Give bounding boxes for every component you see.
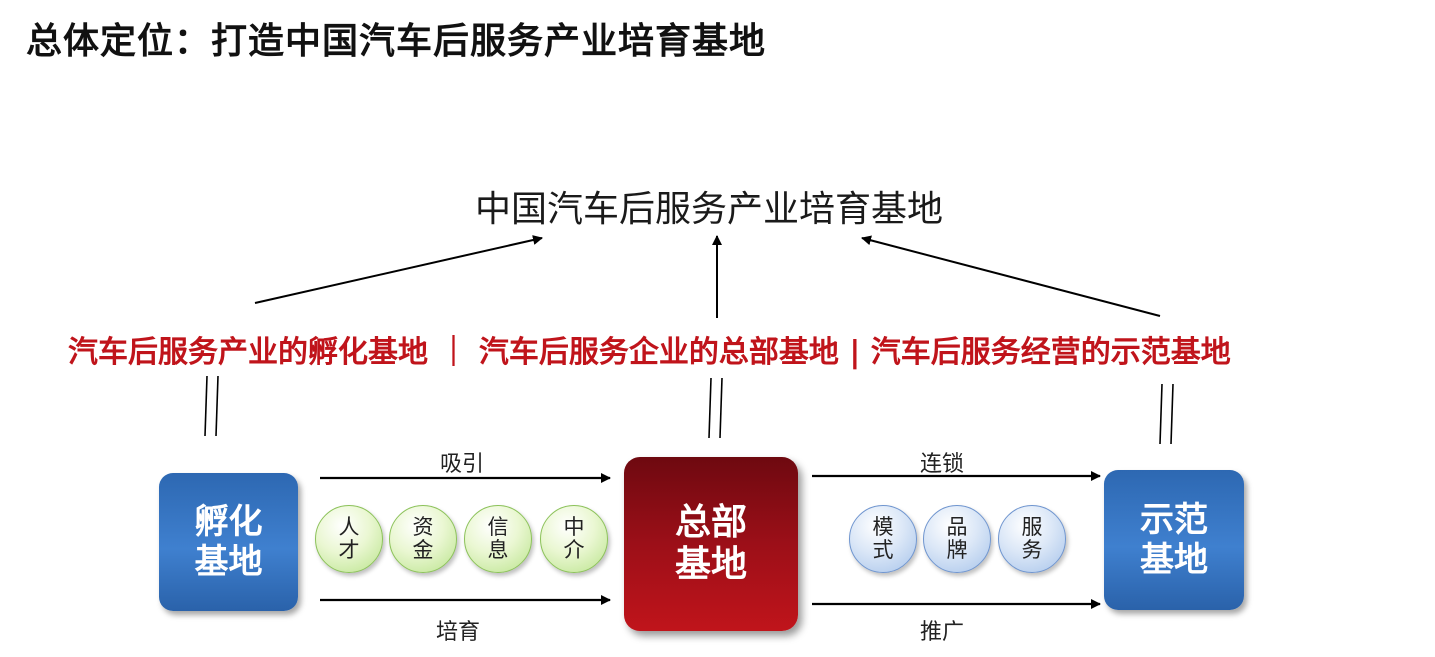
roles-line: 汽车后服务产业的孵化基地 ｜ 汽车后服务企业的总部基地 | 汽车后服务经营的示范… — [68, 335, 1231, 370]
headquarters-base-label: 总部 基地 — [674, 501, 747, 585]
demonstration-base-label: 示范 基地 — [1140, 499, 1208, 580]
resource-circle-talent: 人 才 — [315, 505, 383, 573]
equals-mark-center — [708, 377, 723, 439]
cultivate-label: 培育 — [436, 620, 481, 645]
arrow-demonstration-to-top — [861, 235, 1161, 317]
resource-circle-information: 信 息 — [464, 505, 532, 573]
resource-circle-intermediary: 中 介 — [540, 505, 608, 573]
resource-circle-capital: 资 金 — [389, 505, 457, 573]
equals-mark-left — [204, 375, 219, 437]
resource-circle-model: 模 式 — [849, 505, 917, 573]
resource-circle-brand: 品 牌 — [923, 505, 991, 573]
promote-label: 推广 — [920, 620, 965, 645]
page-title: 总体定位：打造中国汽车后服务产业培育基地 — [26, 21, 767, 62]
attract-label: 吸引 — [440, 452, 485, 477]
incubation-base-node: 孵化 基地 — [159, 473, 298, 611]
incubation-base-label: 孵化 基地 — [194, 501, 263, 582]
resource-circle-service: 服 务 — [998, 505, 1066, 573]
arrow-incubation-to-top — [254, 235, 543, 304]
demonstration-base-node: 示范 基地 — [1104, 470, 1244, 610]
headquarters-base-node: 总部 基地 — [624, 457, 798, 631]
chain-label: 连锁 — [920, 452, 965, 477]
top-node-title: 中国汽车后服务产业培育基地 — [475, 189, 944, 230]
equals-mark-right — [1159, 383, 1174, 445]
